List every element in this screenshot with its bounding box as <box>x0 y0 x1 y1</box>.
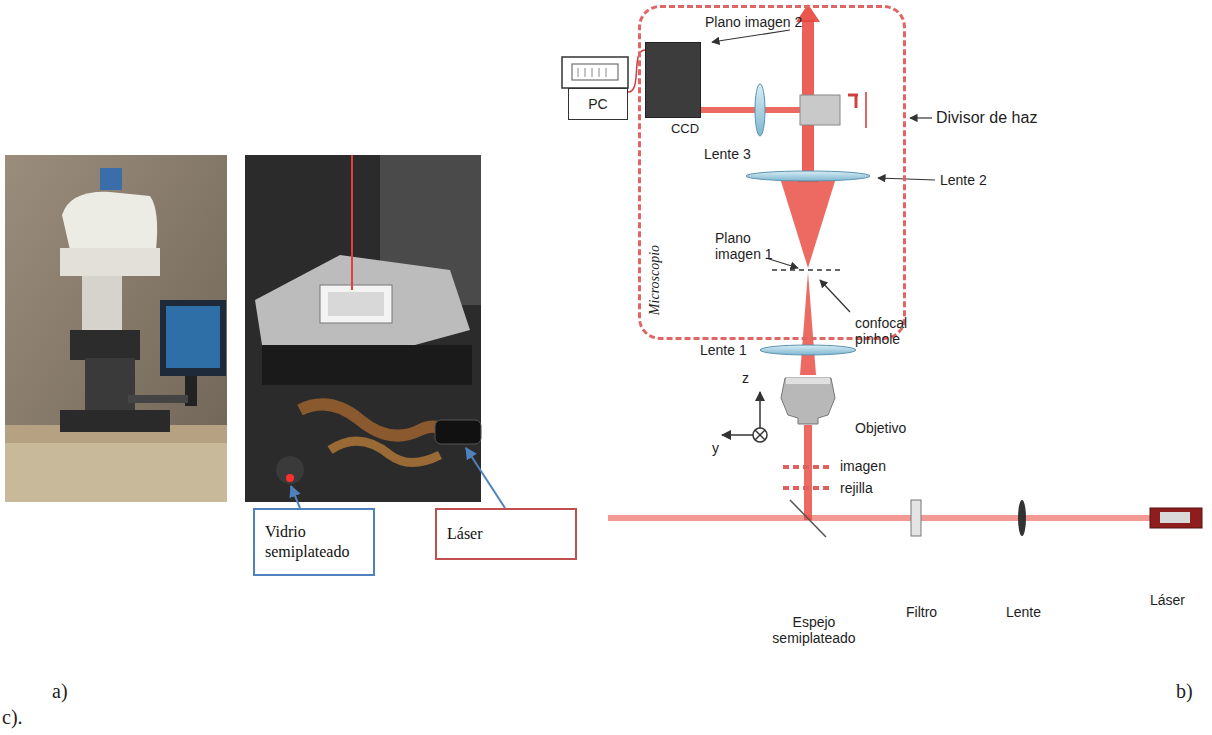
diagram-label: imagen <box>840 458 886 474</box>
diagram-label: c). <box>2 706 23 729</box>
leader-line <box>466 448 505 508</box>
ccd-camera: CCD <box>645 42 725 136</box>
microscope-photo <box>5 155 227 502</box>
node-label: Láser <box>447 524 483 544</box>
diagram-label: Divisor de haz <box>936 109 1037 127</box>
leader-line <box>291 486 300 508</box>
diagram-label: Láser <box>1150 592 1185 608</box>
diagram-label: Lente <box>1006 604 1041 620</box>
ccd-body <box>645 42 701 118</box>
pc-box: PC <box>568 88 628 120</box>
diagram-label: Objetivo <box>855 420 906 436</box>
diagram-label: Lente 2 <box>940 172 987 188</box>
diagram-label: confocal pinhole <box>855 315 927 347</box>
diagram-label: Lente 3 <box>704 146 751 162</box>
diagram-label: Lente 1 <box>700 342 747 358</box>
diagram-label: y <box>712 440 719 456</box>
node-label: PC <box>588 96 607 112</box>
axes <box>722 392 767 442</box>
node-label: Vidrio semiplateado <box>265 522 363 562</box>
pointer-arrows <box>712 30 935 312</box>
region-title: Microscopio <box>647 245 663 315</box>
diagram-label: b) <box>1176 680 1193 703</box>
laser-beam <box>608 4 1153 521</box>
diagram-label: rejilla <box>840 480 873 496</box>
diagram-label: a) <box>52 680 68 703</box>
cable <box>628 50 645 92</box>
diagram-label: z <box>742 370 749 386</box>
diagram-label: Espejo semiplateado <box>762 614 866 646</box>
diagram-label: Plano imagen 2 <box>705 14 802 30</box>
diagram-label: Plano imagen 1 <box>715 230 781 262</box>
diagram-label: Filtro <box>906 604 937 620</box>
optics <box>746 84 1202 537</box>
callout-box: Láser <box>435 508 577 560</box>
callout-box: Vidrio semiplateado <box>253 508 375 576</box>
setup-photo <box>245 155 481 502</box>
node-label: CCD <box>645 121 725 136</box>
monitor <box>562 57 628 88</box>
microscope-region: Microscopio CCD <box>638 5 906 340</box>
